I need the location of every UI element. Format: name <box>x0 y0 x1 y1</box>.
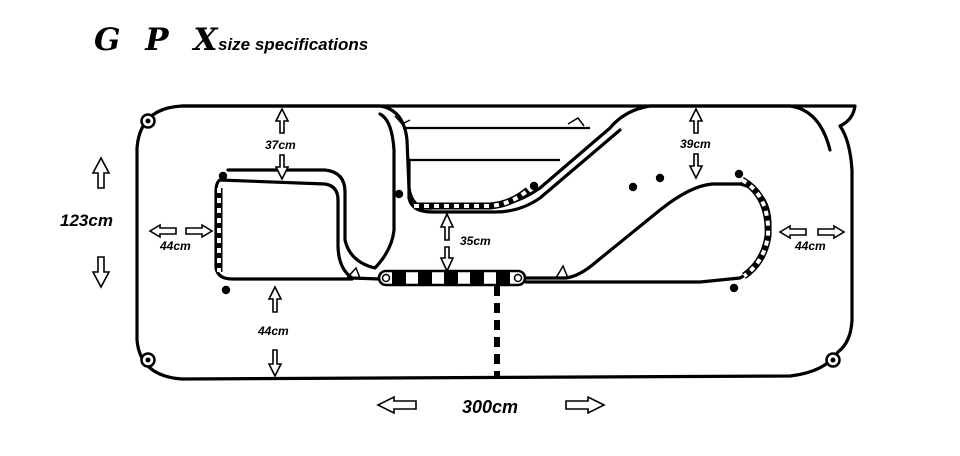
arrow-123-down <box>91 256 111 289</box>
center-upper-curve <box>407 128 622 214</box>
label-left-side-lane: 44cm <box>159 239 191 253</box>
start-grid-end-left <box>381 273 391 283</box>
label-bottom-left-lane: 44cm <box>257 324 289 338</box>
label-right-side-lane: 44cm <box>794 239 826 253</box>
outer-boundary <box>135 104 857 381</box>
title-gpx: G P X <box>94 22 224 58</box>
label-overall-width: 300cm <box>462 397 518 417</box>
arrow-44-left-in <box>185 223 214 239</box>
label-center-lane: 35cm <box>460 234 491 248</box>
right-loop-outer <box>648 104 832 152</box>
upper-loop-inner <box>226 112 396 270</box>
arrow-35-down <box>439 246 455 273</box>
inner-left-section <box>218 178 382 281</box>
label-overall-height: 123cm <box>60 211 113 230</box>
arrow-44-bottom-up <box>267 285 283 313</box>
label-top-left-lane: 37cm <box>265 138 296 152</box>
curb-center <box>414 187 531 210</box>
curb-right <box>740 176 772 279</box>
start-grid-blocks <box>392 272 510 284</box>
title-subtitle: size specifications <box>218 35 368 54</box>
arrow-39-down <box>688 153 704 180</box>
curb-center-stripes <box>414 188 530 208</box>
inner-left-infield <box>214 178 354 281</box>
arrow-44-bottom-down <box>267 349 283 378</box>
arrow-44-right-in <box>778 224 807 240</box>
label-top-right-lane: 39cm <box>680 137 711 151</box>
corner-posts <box>140 113 841 368</box>
corner-fillets <box>346 115 585 279</box>
arrow-37-up <box>274 107 290 134</box>
arrow-35-up <box>439 212 455 241</box>
arrow-39-up <box>688 107 704 134</box>
arrow-44-left-out <box>148 223 177 239</box>
arrow-123-up <box>91 156 111 189</box>
pylon-dots <box>218 169 744 295</box>
arrow-37-down <box>274 154 290 181</box>
arrow-44-right-out <box>817 224 846 240</box>
start-grid-end-right <box>513 273 523 283</box>
arrow-300-right <box>565 395 606 415</box>
arrow-300-left <box>376 395 417 415</box>
